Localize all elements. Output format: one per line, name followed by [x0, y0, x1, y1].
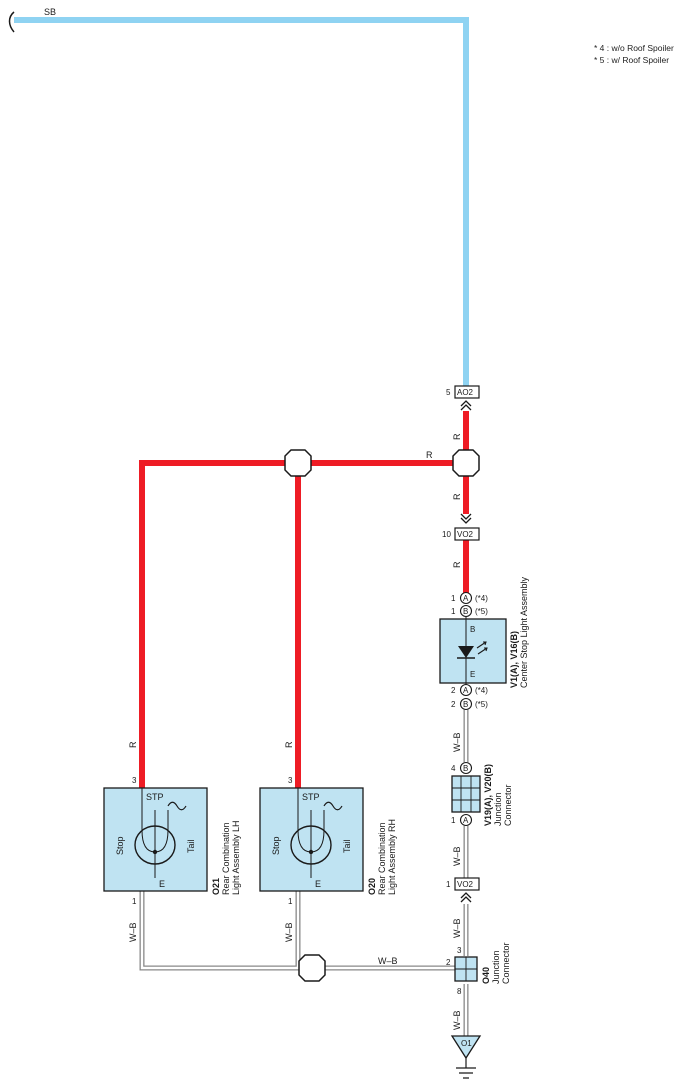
r-wire-label-mid: R [452, 493, 462, 500]
rear-lh-tail: Tail [186, 839, 196, 853]
rear-rh-stop: Stop [271, 836, 281, 855]
wave-icon [167, 801, 187, 811]
junction-v19-code: V19(A), V20(B) [483, 764, 493, 826]
rear-lh-pin-top: 3 [132, 776, 137, 785]
legend-item-4: * 4 : w/o Roof Spoiler [594, 43, 674, 53]
center-stop-name: Center Stop Light Assembly [519, 576, 529, 688]
center-stop-note4-top: (*4) [475, 594, 488, 603]
ground-o1-code: O1 [461, 1039, 472, 1048]
center-stop-circle-b-bottom: B [463, 700, 468, 709]
wb-label-rh: W–B [284, 922, 294, 942]
center-stop-code: V1(A), V16(B) [509, 631, 519, 688]
r-wire-label-lh: R [128, 741, 138, 748]
rear-rh-code: O20 [367, 878, 377, 895]
connector-vo2-top-pin: 10 [442, 530, 451, 539]
center-stop-pin-2b: 2 [451, 700, 456, 709]
center-stop-circle-a-bottom: A [463, 686, 469, 695]
splice-r-left [284, 449, 312, 477]
center-stop-circle-a-top: A [463, 594, 469, 603]
junction-v19-pin-bottom: 1 [451, 816, 456, 825]
center-stop-light-assembly: A B 1 1 (*4) (*5) B E A B 2 2 (*4) (*5) … [439, 576, 529, 711]
splice-wb [298, 954, 326, 982]
rear-combination-light-rh: 3 STP Stop Tail E 1 O20 Rear Combination… [259, 776, 397, 906]
center-stop-circle-b-top: B [463, 607, 468, 616]
legend: * 4 : w/o Roof Spoiler * 5 : w/ Roof Spo… [594, 42, 674, 66]
wb-wires: W–B W–B W–B W–B W–B W–B W–B [128, 710, 469, 1036]
wb-label-4: W–B [452, 1010, 462, 1030]
junction-v19-circle-a: A [463, 816, 469, 825]
rear-rh-name-1: Rear Combination [377, 822, 387, 895]
connector-vo2-bottom-pin: 1 [446, 880, 451, 889]
junction-o40-name-1: Junction [491, 950, 501, 984]
rear-lh-pin-bottom: 1 [132, 897, 137, 906]
r-wire-label-top: R [426, 450, 433, 460]
wb-label-1: W–B [452, 732, 462, 752]
chevron-down-icon [460, 513, 472, 524]
junction-v19-circle-b: B [463, 764, 468, 773]
junction-connector-v19: B 4 A 1 V19(A), V20(B) Junction Connecto… [451, 761, 513, 827]
bulb-icon [134, 825, 176, 865]
rear-rh-name-2: Light Assembly RH [387, 819, 397, 895]
connector-vo2-bottom-code: VO2 [457, 880, 474, 889]
bulb-icon [290, 825, 332, 865]
sb-wire-label: SB [44, 7, 56, 17]
center-stop-pin-2a: 2 [451, 686, 456, 695]
center-stop-terminal-b: B [470, 625, 475, 634]
rear-lh-name-2: Light Assembly LH [231, 820, 241, 895]
wire-break-icon [8, 11, 15, 33]
center-stop-note4-bottom: (*4) [475, 686, 488, 695]
connector-ao2-pin: 5 [446, 388, 451, 397]
chevron-up-icon [460, 400, 472, 411]
rear-rh-pin-bottom: 1 [288, 897, 293, 906]
junction-o40-code: O40 [481, 967, 491, 984]
wb-label-horizontal: W–B [378, 956, 398, 966]
junction-connector-o40: 3 2 8 O40 Junction Connector [446, 942, 511, 996]
rear-rh-tail: Tail [342, 839, 352, 853]
rear-lh-code: O21 [211, 878, 221, 895]
connector-ao2-code: AO2 [457, 388, 474, 397]
center-stop-note5-bottom: (*5) [475, 700, 488, 709]
wb-label-2: W–B [452, 846, 462, 866]
center-stop-pin-1b: 1 [451, 607, 456, 616]
junction-o40-name-2: Connector [501, 942, 511, 984]
rear-lh-stp: STP [146, 792, 164, 802]
junction-o40-pin-left: 2 [446, 958, 451, 967]
junction-o40-pin-bottom: 8 [457, 987, 462, 996]
wb-label-3: W–B [452, 918, 462, 938]
rear-rh-stp: STP [302, 792, 320, 802]
rear-lh-e: E [159, 879, 165, 889]
junction-v19-name-1: Junction [493, 792, 503, 826]
legend-item-5: * 5 : w/ Roof Spoiler [594, 55, 670, 65]
wave-icon [323, 801, 343, 811]
r-wire-label-rh: R [284, 741, 294, 748]
rear-lh-stop: Stop [115, 836, 125, 855]
ground-o1: O1 [450, 1035, 482, 1079]
wb-label-lh: W–B [128, 922, 138, 942]
junction-v19-pin-top: 4 [451, 764, 456, 773]
rear-rh-pin-top: 3 [288, 776, 293, 785]
rear-rh-e: E [315, 879, 321, 889]
connector-vo2-top: VO2 10 [442, 513, 480, 541]
led-icon [458, 646, 474, 658]
center-stop-pin-1a: 1 [451, 594, 456, 603]
r-wire-label-ao2: R [452, 433, 462, 440]
center-stop-terminal-e: E [470, 670, 475, 679]
chevron-up-icon [460, 892, 472, 903]
splice-r-right [452, 449, 480, 477]
connector-vo2-top-code: VO2 [457, 530, 474, 539]
rear-combination-light-lh: 3 STP Stop Tail E 1 O21 Rear Combination… [103, 776, 241, 906]
connector-ao2: AO2 5 [446, 385, 480, 411]
center-stop-note5-top: (*5) [475, 607, 488, 616]
r-wire-label-vo2: R [452, 561, 462, 568]
rear-lh-name-1: Rear Combination [221, 822, 231, 895]
ground-icon [456, 1067, 476, 1079]
sb-wire: SB [8, 7, 469, 386]
connector-vo2-bottom: VO2 1 [446, 877, 480, 903]
junction-o40-pin-top: 3 [457, 946, 462, 955]
junction-v19-name-2: Connector [503, 784, 513, 826]
